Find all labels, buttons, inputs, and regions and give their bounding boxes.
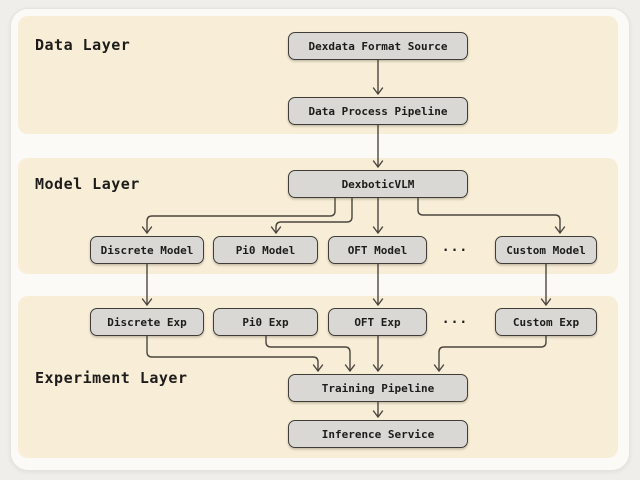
node-training-pipeline: Training Pipeline — [288, 374, 468, 402]
data-layer-label: Data Layer — [35, 36, 131, 54]
model-row-ellipsis: ... — [441, 240, 469, 255]
node-pi0-model: Pi0 Model — [213, 236, 318, 264]
experiment-layer-label: Experiment Layer — [35, 369, 188, 387]
node-custom-model: Custom Model — [495, 236, 597, 264]
node-dexbotic-vlm: DexboticVLM — [288, 170, 468, 198]
node-discrete-exp: Discrete Exp — [90, 308, 204, 336]
node-dexdata-format-source: Dexdata Format Source — [288, 32, 468, 60]
node-discrete-model: Discrete Model — [90, 236, 204, 264]
exp-row-ellipsis: ... — [441, 312, 469, 327]
node-pi0-exp: Pi0 Exp — [213, 308, 318, 336]
node-custom-exp: Custom Exp — [495, 308, 597, 336]
node-data-process-pipeline: Data Process Pipeline — [288, 97, 468, 125]
node-inference-service: Inference Service — [288, 420, 468, 448]
model-layer-label: Model Layer — [35, 175, 140, 193]
node-oft-exp: OFT Exp — [328, 308, 427, 336]
node-oft-model: OFT Model — [328, 236, 427, 264]
